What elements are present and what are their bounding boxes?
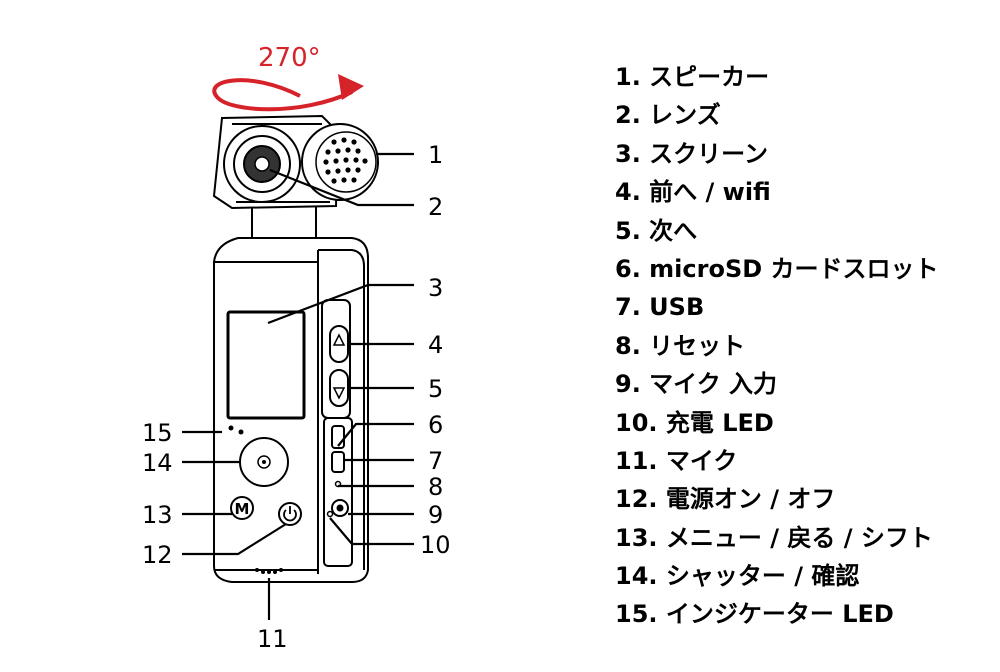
- callout-10: 10: [420, 531, 451, 559]
- legend-item: 13. メニュー / 戻る / シフト: [615, 523, 933, 552]
- indicator-led-2: [238, 429, 244, 435]
- camera-diagram: 270°: [142, 43, 451, 653]
- charge-led: [326, 510, 334, 518]
- legend-item: 9. マイク 入力: [615, 370, 778, 399]
- screen: [226, 310, 306, 420]
- callout-9: 9: [428, 501, 443, 529]
- callout-11: 11: [257, 625, 288, 653]
- callout-14: 14: [142, 449, 173, 477]
- legend-item: 11. マイク: [615, 446, 738, 475]
- mic-input-jack[interactable]: [331, 499, 349, 517]
- indicator-led-1: [228, 425, 234, 431]
- menu-button[interactable]: [230, 496, 254, 520]
- legend-item: 2. レンズ: [615, 101, 721, 130]
- callout-5: 5: [428, 375, 443, 403]
- menu-button-label: M: [235, 500, 250, 518]
- legend-item: 14. シャッター / 確認: [615, 562, 860, 591]
- callout-2: 2: [428, 193, 443, 221]
- speaker-grille: [301, 123, 379, 201]
- callout-12: 12: [142, 541, 173, 569]
- legend-item: 3. スクリーン: [615, 139, 768, 168]
- legend-item: 4. 前へ / wifi: [615, 178, 771, 207]
- callout-4: 4: [428, 331, 443, 359]
- microphone-holes: [255, 568, 283, 574]
- legend-item: 15. インジケーター LED: [615, 600, 894, 629]
- legend-item: 12. 電源オン / オフ: [615, 485, 836, 514]
- legend-item: 7. USB: [615, 293, 705, 322]
- lens: [223, 125, 301, 203]
- callout-15: 15: [142, 419, 173, 447]
- usb-port[interactable]: [331, 451, 345, 473]
- callout-6: 6: [428, 411, 443, 439]
- callout-7: 7: [428, 447, 443, 475]
- legend-item: 6. microSD カードスロット: [615, 254, 939, 283]
- parts-legend: 1. スピーカー 2. レンズ 3. スクリーン 4. 前へ / wifi 5.…: [615, 58, 939, 634]
- power-icon[interactable]: [278, 502, 302, 526]
- rotation-arrow: [212, 74, 364, 112]
- leader-lines: [182, 152, 414, 620]
- callout-13: 13: [142, 501, 173, 529]
- next-button[interactable]: [329, 369, 349, 407]
- legend-item: 5. 次へ: [615, 216, 698, 245]
- legend-item: 8. リセット: [615, 331, 746, 360]
- legend-item: 10. 充電 LED: [615, 408, 774, 437]
- callout-8: 8: [428, 473, 443, 501]
- callout-1: 1: [428, 141, 443, 169]
- callout-3: 3: [428, 274, 443, 302]
- shutter-button[interactable]: [239, 437, 289, 487]
- legend-item: 1. スピーカー: [615, 63, 770, 91]
- rotation-label: 270°: [258, 43, 321, 73]
- prev-wifi-button[interactable]: [329, 325, 349, 363]
